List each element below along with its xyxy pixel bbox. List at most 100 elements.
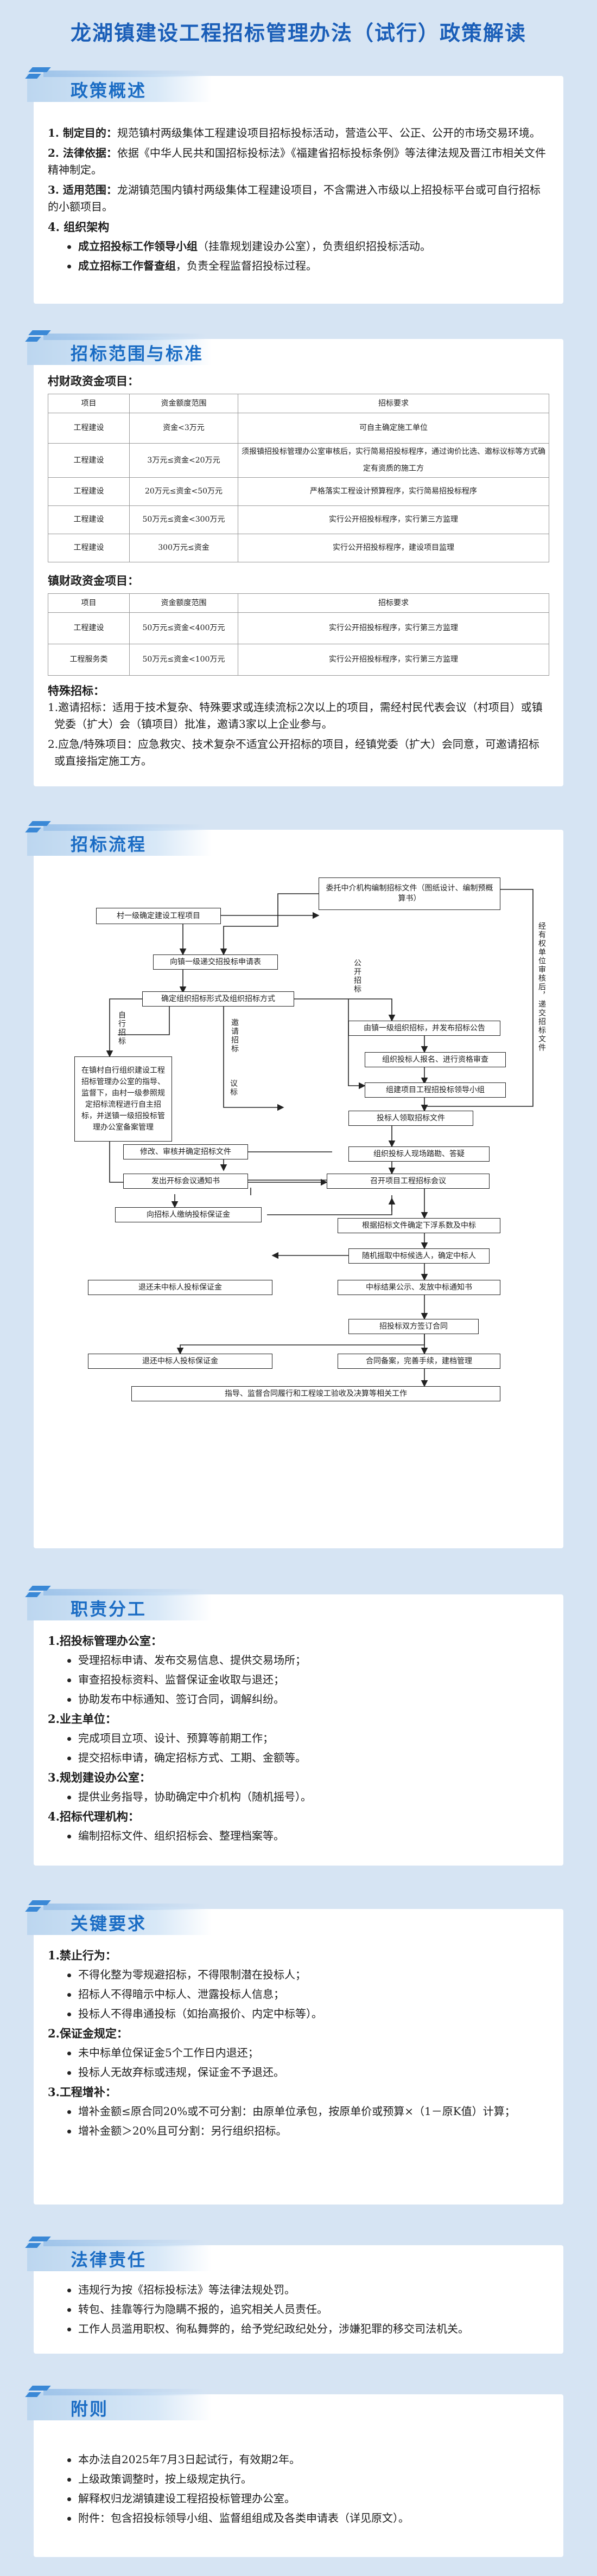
legal-heading: 法律责任 [71,2250,147,2270]
process-header: 招标流程 [25,820,255,861]
appendix-item: 解释权归龙湖镇建设工程招投标管理办公室。 [48,2490,549,2507]
process-heading: 招标流程 [71,834,147,855]
appendix-item: 本办法自2025年7月3日起试行，有效期2年。 [48,2451,549,2468]
flow-step-14: 向招标人缴纳投标保证金 [115,1207,262,1222]
scope-card: 招标范围与标准 村财政资金项目： 项目资金额度范围招标要求 工程建设资金<3万元… [25,330,563,786]
flow-label-negotiate: 议标 [229,1079,238,1097]
scope-body: 村财政资金项目： 项目资金额度范围招标要求 工程建设资金<3万元可自主确定施工单… [48,373,549,770]
special-item: 1.邀请招标：适用于技术复杂、特殊要求或连续流标2次以上的项目，需经村民代表会议… [48,701,543,730]
flow-step-20: 退还中标人投标保证金 [88,1354,272,1369]
appendix-item: 附件：包含招投标领导小组、监督组组成及各类申请表（详见原文）。 [48,2510,549,2527]
duty-item: 审查招投标资料、监督保证金收取与退还； [48,1671,549,1688]
duties-body: 1.招投标管理办公室： 受理招标申请、发布交易信息、提供交易场所； 审查招投标资… [48,1632,549,1847]
org-label: 4. 组织架构 [48,220,110,234]
flow-step-19: 招投标双方签订合同 [348,1319,479,1334]
req-item: 未中标单位保证金5个工作日内退还； [48,2045,549,2061]
flow-step-10: 组织投标人现场踏勘、答疑 [348,1146,490,1162]
flow-step-11: 修改、审核并确定招标文件 [123,1144,248,1159]
town-label: 镇财政资金项目： [48,574,139,587]
duty-group-label: 3.规划建设办公室： [48,1771,151,1784]
appendix-body: 本办法自2025年7月3日起试行，有效期2年。 上级政策调整时，按上级规定执行。… [48,2449,549,2529]
flow-step-8: 组建项目工程招投标领导小组 [365,1082,506,1098]
req-group-label: 1.禁止行为： [48,1949,117,1962]
duties-heading: 职责分工 [71,1599,147,1619]
flow-step-9: 投标人领取招标文件 [348,1111,473,1126]
duty-item: 受理招标申请、发布交易信息、提供交易场所； [48,1652,549,1669]
overview-item: 2. 法律依据：依据《中华人民共和国招标投标法》《福建省招标投标条例》等法律法规… [48,146,546,176]
process-card: 招标流程 [25,821,563,1548]
table-header-row: 项目资金额度范围招标要求 [48,394,549,413]
legal-item: 转包、挂靠等行为隐瞒不报的，追究相关人员责任。 [48,2301,549,2318]
legal-card: 法律责任 违规行为按《招标投标法》等法律法规处罚。 转包、挂靠等行为隐瞒不报的，… [25,2237,563,2354]
table-row: 工程建设资金<3万元可自主确定施工单位 [48,413,549,444]
flow-step-1: 村一级确定建设工程项目 [96,908,221,924]
page-title: 龙湖镇建设工程招标管理办法（试行）政策解读 [70,21,526,45]
flow-label-self: 自行招标 [117,1011,126,1046]
overview-item: 1. 制定目的：规范镇村两级集体工程建设项目招标投标活动，营造公平、公正、公开的… [48,126,541,139]
special-label: 特殊招标： [48,684,105,697]
legal-item: 违规行为按《招标投标法》等法律法规处罚。 [48,2282,549,2298]
appendix-heading: 附则 [71,2399,109,2419]
req-item: 增补金额＞20%且可分割：另行组织招标。 [48,2123,549,2139]
duty-item: 协助发布中标通知、签订合同，调解纠纷。 [48,1691,549,1708]
duty-item: 提交招标申请，确定招标方式、工期、金额等。 [48,1750,549,1766]
flow-label-open: 公开招标 [353,959,361,994]
req-group-label: 2.保证金规定： [48,2027,128,2040]
overview-heading: 政策概述 [71,80,147,101]
req-item: 不得化整为零规避招标，不得限制潜在投标人； [48,1966,549,1983]
duty-item: 编制招标文件、组织招标会、整理档案等。 [48,1828,549,1844]
village-label: 村财政资金项目： [48,374,139,388]
flow-step-5: 由镇一级组织招标，并发布招标公告 [348,1021,500,1036]
scope-header: 招标范围与标准 [25,329,255,370]
req-item: 增补金额≤原合同20%或不可分割：由原单位承包，按原单价或预算×（1－原K值）计… [48,2103,549,2120]
flow-step-7: 组织投标人报名、进行资格审查 [365,1052,506,1067]
flow-label-review: 经有权单位审核后，递交招标文件 [537,922,546,1052]
flowchart-arrows [106,889,534,1387]
flow-step-21: 合同备案，完善手续，建档管理 [338,1354,500,1369]
appendix-item: 上级政策调整时，按上级规定执行。 [48,2471,549,2488]
overview-item: 3. 适用范围：龙湖镇范围内镇村两级集体工程建设项目，不含需进入市级以上招投标平… [48,183,541,213]
legal-body: 违规行为按《招标投标法》等法律法规处罚。 转包、挂靠等行为隐瞒不报的，追究相关人… [48,2279,549,2340]
org-item: 成立招投标工作领导小组（挂靠规划建设办公室），负责组织招投标活动。 [48,238,549,255]
overview-header: 政策概述 [25,66,255,107]
flow-step-16: 随机摇取中标候选人，确定中标人 [348,1248,490,1264]
appendix-card: 附则 本办法自2025年7月3日起试行，有效期2年。 上级政策调整时，按上级规定… [25,2386,563,2557]
flow-step-4: 确定组织招标形式及组织招标方式 [142,991,294,1007]
flow-label-invite: 邀请招标 [230,1018,239,1053]
flow-step-6: 在镇村自行组织建设工程招标管理办公室的指导、监督下，由村一级参照规定招标流程进行… [74,1056,172,1142]
flow-step-15: 根据招标文件确定下浮系数及中标 [338,1218,500,1233]
flowchart: 村一级确定建设工程项目 委托中介机构编制招标文件（图纸设计、编制预概算书） 向镇… [45,862,552,1532]
duty-item: 提供业务指导，协助确定中介机构（随机摇号）。 [48,1789,549,1805]
duties-header: 职责分工 [25,1585,255,1626]
req-item: 投标人无故弃标或违规，保证金不予退还。 [48,2064,549,2081]
overview-card: 政策概述 1. 制定目的：规范镇村两级集体工程建设项目招标投标活动，营造公平、公… [25,67,563,304]
table-header-row: 项目资金额度范围招标要求 [48,593,549,613]
duty-group-label: 4.招标代理机构： [48,1810,139,1823]
duties-card: 职责分工 1.招投标管理办公室： 受理招标申请、发布交易信息、提供交易场所； 审… [25,1586,563,1866]
flow-step-17: 退还未中标人投标保证金 [88,1280,272,1295]
duty-item: 完成项目立项、设计、预算等前期工作； [48,1730,549,1747]
requirements-heading: 关键要求 [71,1913,147,1934]
legal-header: 法律责任 [25,2235,255,2277]
overview-body: 1. 制定目的：规范镇村两级集体工程建设项目招标投标活动，营造公平、公正、公开的… [48,125,549,277]
org-item: 成立招标工作督查组，负责全程监督招投标过程。 [48,258,549,274]
flow-step-12: 发出开标会议通知书 [123,1174,248,1189]
req-item: 招标人不得暗示中标人、泄露投标人信息； [48,1986,549,2003]
req-item: 投标人不得串通投标（如抬高报价、内定中标等）。 [48,2005,549,2022]
scope-heading: 招标范围与标准 [71,343,204,364]
req-group-label: 3.工程增补： [48,2085,117,2099]
flow-step-3: 向镇一级递交招投标申请表 [153,954,278,970]
duty-group-label: 1.招投标管理办公室： [48,1634,162,1648]
requirements-header: 关键要求 [25,1899,255,1940]
requirements-body: 1.禁止行为： 不得化整为零规避招标，不得限制潜在投标人； 招标人不得暗示中标人… [48,1947,549,2142]
flow-step-2: 委托中介机构编制招标文件（图纸设计、编制预概算书） [319,877,500,910]
legal-item: 工作人员滥用职权、徇私舞弊的，给予党纪政纪处分，涉嫌犯罪的移交司法机关。 [48,2321,549,2337]
